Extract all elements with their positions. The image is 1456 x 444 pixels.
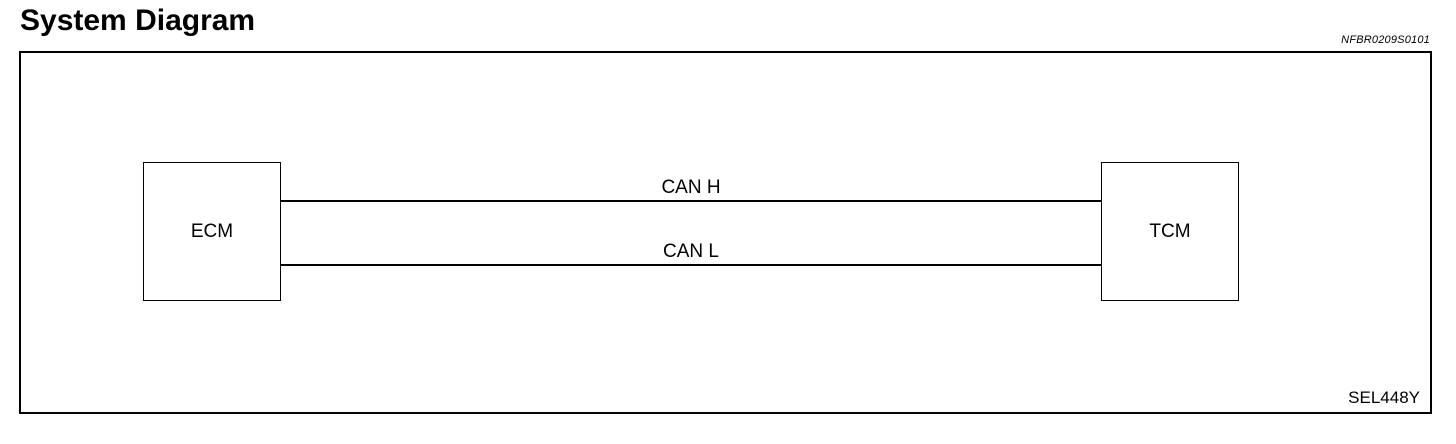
page-title: System Diagram [20, 4, 256, 37]
can-high-line [281, 200, 1101, 202]
document-code: NFBR0209S0101 [1341, 34, 1430, 46]
ecm-module-label: ECM [190, 220, 234, 242]
tcm-module-label: TCM [1149, 220, 1191, 242]
tcm-module-box: TCM [1101, 162, 1239, 301]
ecm-module-box: ECM [143, 162, 281, 301]
can-low-label: CAN L [663, 241, 719, 262]
can-low-line [281, 264, 1101, 266]
figure-code: SEL448Y [1348, 388, 1420, 407]
can-high-label: CAN H [661, 177, 721, 198]
